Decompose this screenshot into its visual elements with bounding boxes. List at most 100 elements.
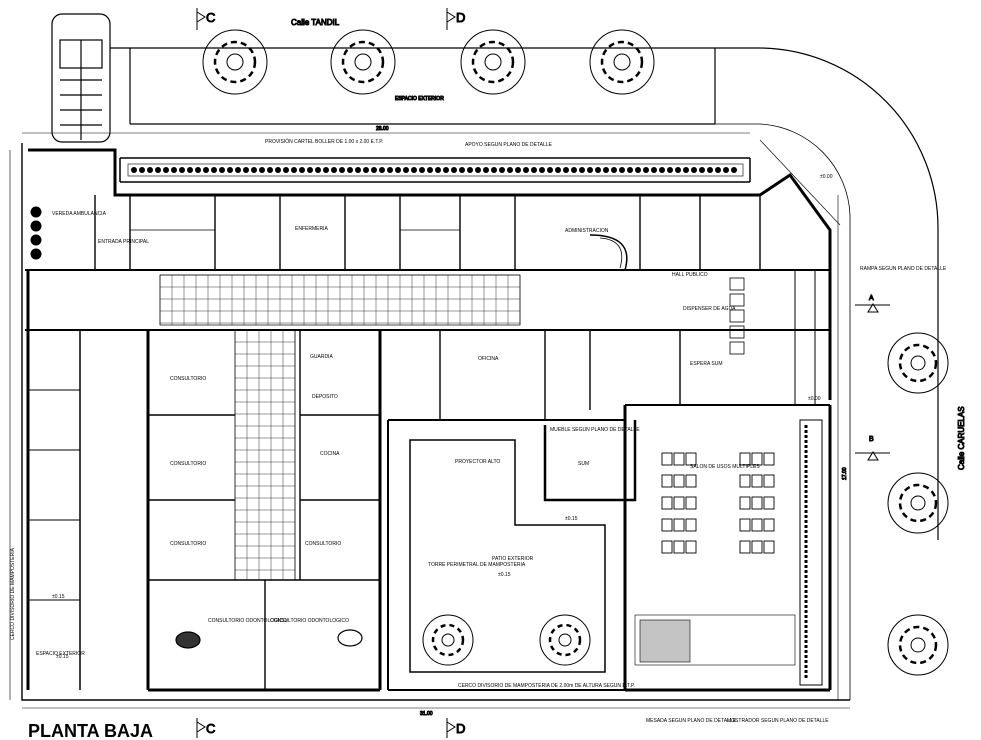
- bench-dot: [243, 167, 249, 173]
- chair: [729, 277, 745, 291]
- sum-table: [661, 540, 673, 554]
- tile-grid: [159, 274, 521, 580]
- bench-dot: [491, 167, 497, 173]
- bench-dot: [131, 167, 137, 173]
- bench-dot: [387, 167, 393, 173]
- waiting-chairs: [729, 277, 745, 355]
- callout-text: MOSTRADOR SEGUN PLANO DE DETALLE: [727, 718, 829, 724]
- bench-dot: [499, 167, 505, 173]
- section-mark-a: [855, 303, 890, 313]
- bench-dot: [691, 167, 697, 173]
- sum-table: [739, 452, 751, 466]
- tree-icon: [887, 472, 949, 534]
- bench-dot: [563, 167, 569, 173]
- chair: [729, 341, 745, 355]
- bench-dot: [403, 167, 409, 173]
- dimension-right: 17.00: [842, 467, 848, 480]
- bench-dot: [163, 167, 169, 173]
- elevation-text: ±0.00: [820, 174, 833, 180]
- bench-dot: [147, 167, 153, 173]
- bench-dot: [331, 167, 337, 173]
- bench-dot: [531, 167, 537, 173]
- sum-table: [661, 474, 673, 488]
- dimension-lines: [9, 132, 850, 709]
- room-label: HALL PUBLICO: [672, 272, 708, 278]
- ramp: [794, 269, 823, 686]
- bench-dot: [683, 167, 689, 173]
- bench-dot: [291, 167, 297, 173]
- section-mark-c-top: [196, 8, 206, 30]
- section-letter: D: [456, 10, 465, 25]
- bench-dot: [723, 167, 729, 173]
- section-mark-d-top: [446, 8, 456, 30]
- bench-dot: [187, 167, 193, 173]
- room-label: CONSULTORIO: [170, 376, 206, 382]
- room-label: CONSULTORIO: [170, 541, 206, 547]
- bench-dots: [131, 167, 737, 173]
- bench-dot: [219, 167, 225, 173]
- elevation-text: ±0.15: [565, 516, 578, 522]
- bench-dot: [323, 167, 329, 173]
- tree-icon: [460, 29, 526, 95]
- callout-text: CERCO DIVISORIO DE MAMPOSTERIA: [10, 547, 16, 640]
- tree-row-right: [887, 332, 949, 676]
- dental-chair-icon: [175, 629, 363, 649]
- sum-tables: [661, 452, 775, 554]
- sum-table: [739, 518, 751, 532]
- tree-row-top: [202, 29, 655, 95]
- bench-strip: [127, 163, 744, 177]
- tree-icon: [330, 29, 396, 95]
- bench-dot: [371, 167, 377, 173]
- tree-icon: [202, 29, 268, 95]
- sum-table: [661, 452, 673, 466]
- room-label: VEREDA AMBULANCIA: [52, 211, 107, 217]
- street-label-top: Calle TANDIL: [291, 18, 340, 27]
- room-label: CONSULTORIO ODONTOLOGICO: [270, 618, 349, 624]
- bench-dot: [699, 167, 705, 173]
- elevation-text: ±0.15: [52, 594, 65, 600]
- bench-dot: [339, 167, 345, 173]
- sum-table: [751, 452, 763, 466]
- sum-table: [685, 518, 697, 532]
- room-label: ADMINISTRACION: [565, 228, 609, 234]
- bench-dot: [731, 167, 737, 173]
- dimension-top: 28.00: [376, 126, 389, 132]
- bench-dot: [379, 167, 385, 173]
- bench-dot: [579, 167, 585, 173]
- bench-dot: [675, 167, 681, 173]
- callouts: PROVISIÓN CARTEL BOLLER DE 1.00 x 2.00 E…: [10, 138, 947, 724]
- bench-dot: [595, 167, 601, 173]
- room-label: ESPACIO EXTERIOR: [395, 96, 444, 102]
- callout-text: CERCO DIVISORIO DE MAMPOSTERIA DE 2.00m …: [458, 683, 635, 689]
- tree-icon: [422, 614, 474, 666]
- room-label: SUM: [578, 461, 589, 467]
- sum-table: [751, 474, 763, 488]
- sum-table: [673, 452, 685, 466]
- interior-walls-lower: [28, 330, 681, 690]
- room-label: ESPACIO EXTERIOR: [36, 651, 85, 657]
- room-label: GUARDIA: [310, 354, 333, 360]
- vehicle-icon: [51, 13, 111, 143]
- section-letter: B: [869, 436, 874, 443]
- bench-dot: [603, 167, 609, 173]
- callout-text: PROVISIÓN CARTEL BOLLER DE 1.00 x 2.00 E…: [265, 138, 383, 145]
- bench-dot: [139, 167, 145, 173]
- bench-dot: [315, 167, 321, 173]
- bench-dot: [483, 167, 489, 173]
- sum-table: [739, 496, 751, 510]
- planters-left: [30, 206, 42, 260]
- room-labels: VEREDA AMBULANCIA ENTRADA PRINCIPAL ENFE…: [36, 211, 760, 657]
- bench-dot: [155, 167, 161, 173]
- section-letter: D: [456, 721, 465, 736]
- plan-title: PLANTA BAJA: [28, 721, 153, 740]
- chair: [729, 309, 745, 323]
- sum-table: [685, 540, 697, 554]
- bench-dot: [547, 167, 553, 173]
- sum-table: [673, 496, 685, 510]
- callout-text: RAMPA SEGUN PLANO DE DETALLE: [860, 266, 947, 272]
- sum-table: [751, 496, 763, 510]
- bench-dot: [627, 167, 633, 173]
- section-letter: C: [206, 10, 215, 25]
- sum-table: [673, 518, 685, 532]
